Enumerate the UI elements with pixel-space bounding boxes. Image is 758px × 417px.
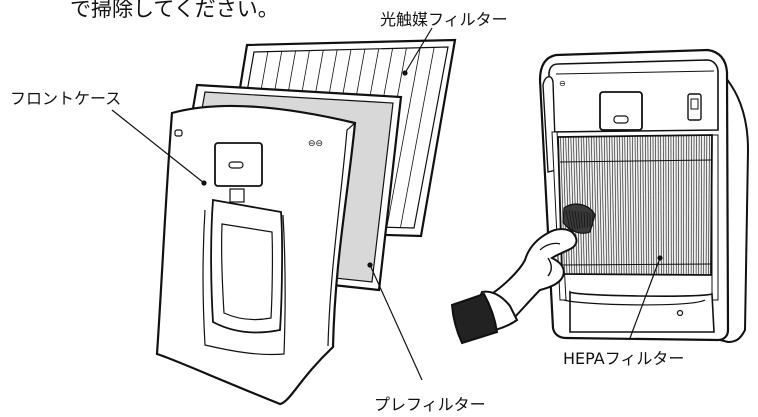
header-text-fragment: で掃除してください。 (70, 0, 279, 21)
svg-text:⊖: ⊖ (559, 79, 566, 88)
front-case: ⊖⊖ (155, 104, 357, 406)
brush-icon (562, 203, 596, 234)
svg-text:⊖⊖: ⊖⊖ (308, 139, 323, 149)
air-purifier-unit: ⊖ (538, 48, 750, 344)
hepa-filter-label: HEPAフィルター (563, 349, 684, 368)
pre-filter-label: プレフィルター (374, 395, 486, 414)
front-case-label: フロントケース (10, 89, 121, 108)
callout-leaders (111, 27, 663, 381)
photocatalyst-filter-label: 光触媒フィルター (380, 10, 508, 29)
hand-with-brush (450, 203, 596, 345)
